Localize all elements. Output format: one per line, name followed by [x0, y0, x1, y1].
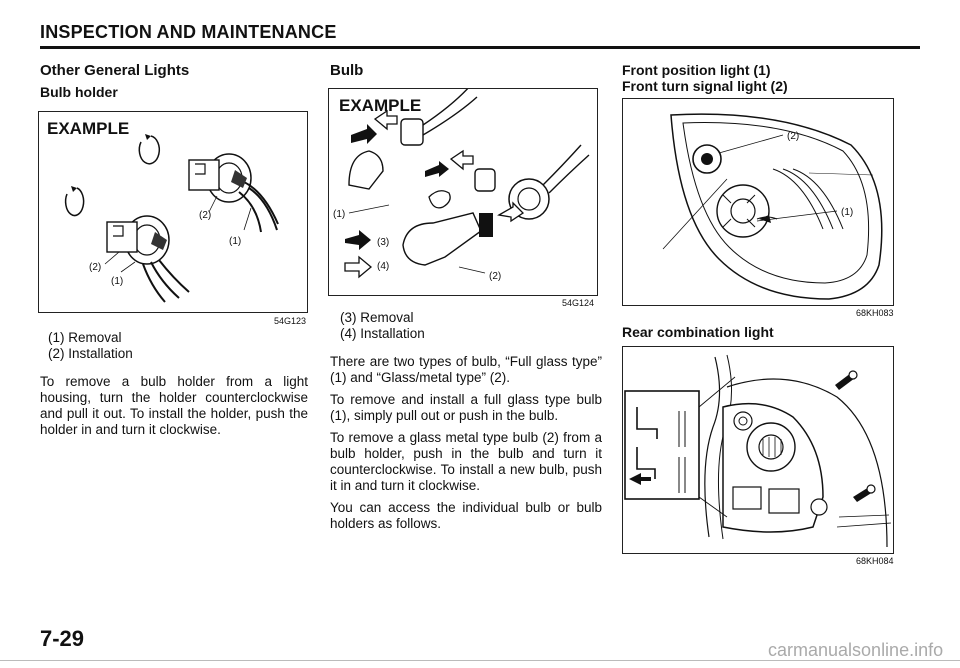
label-removal-arrow: (3) [377, 237, 389, 248]
figure-code-54g123: 54G123 [274, 316, 307, 326]
bulb-figure-example-label: EXAMPLE [339, 96, 421, 115]
legend-bulb-removal: (3) Removal [340, 310, 414, 325]
bulb-illustration: EXAMPLE (1) (2) (3) (4) [333, 89, 590, 282]
label-holder-a-1: (1) [229, 236, 241, 247]
figure-example-label: EXAMPLE [47, 119, 129, 138]
figure-code-68kh084: 68KH084 [856, 556, 894, 566]
label-holder-a-2: (2) [199, 210, 211, 221]
label-position-light: (1) [841, 207, 853, 218]
label-holder-b-2: (2) [89, 262, 101, 273]
label-installation-arrow: (4) [377, 261, 389, 272]
bulb-holder-illustration: EXAMPLE (1) (2) (1) (2) [47, 119, 279, 303]
full-glass-instructions-paragraph: To remove and install a full glass type … [330, 392, 602, 423]
rear-combination-light-illustration [624, 354, 892, 548]
label-glass-metal-bulb: (2) [489, 271, 501, 282]
bulb-holder-instructions: To remove a bulb holder from a light hou… [40, 374, 308, 437]
section-title-bulb: Bulb [330, 62, 364, 79]
legend-removal: (1) Removal [48, 330, 122, 345]
label-holder-b-1: (1) [111, 276, 123, 287]
watermark-text: carmanualsonline.info [768, 640, 944, 660]
header-rule [40, 46, 920, 49]
subsection-title-bulb-holder: Bulb holder [40, 84, 118, 100]
label-turn-signal: (2) [787, 131, 799, 142]
footer-rule [0, 660, 960, 661]
front-position-light-title: Front position light (1) [622, 62, 771, 78]
figure-code-68kh083: 68KH083 [856, 308, 894, 318]
bulb-holder-figure: EXAMPLE (1) (2) (1) (2) [38, 111, 308, 313]
rear-combination-light-title: Rear combination light [622, 324, 774, 340]
figure-code-54g124: 54G124 [562, 298, 595, 308]
front-light-figure: (2) (1) [622, 98, 894, 306]
rear-light-figure [622, 346, 894, 554]
legend-installation: (2) Installation [48, 346, 133, 361]
page-header: INSPECTION AND MAINTENANCE [40, 22, 337, 42]
section-title-other-general-lights: Other General Lights [40, 62, 190, 79]
front-turn-signal-title: Front turn signal light (2) [622, 78, 788, 94]
bulb-types-paragraph: There are two types of bulb, “Full glass… [330, 354, 602, 385]
legend-bulb-installation: (4) Installation [340, 326, 425, 341]
bulb-figure: EXAMPLE (1) (2) (3) (4) [328, 88, 598, 296]
glass-metal-instructions-paragraph: To remove a glass metal type bulb (2) fr… [330, 430, 602, 493]
label-full-glass-bulb: (1) [333, 209, 345, 220]
page-number: 7-29 [40, 626, 85, 651]
access-paragraph: You can access the individual bulb or bu… [330, 500, 602, 531]
front-headlight-illustration: (2) (1) [662, 113, 883, 300]
